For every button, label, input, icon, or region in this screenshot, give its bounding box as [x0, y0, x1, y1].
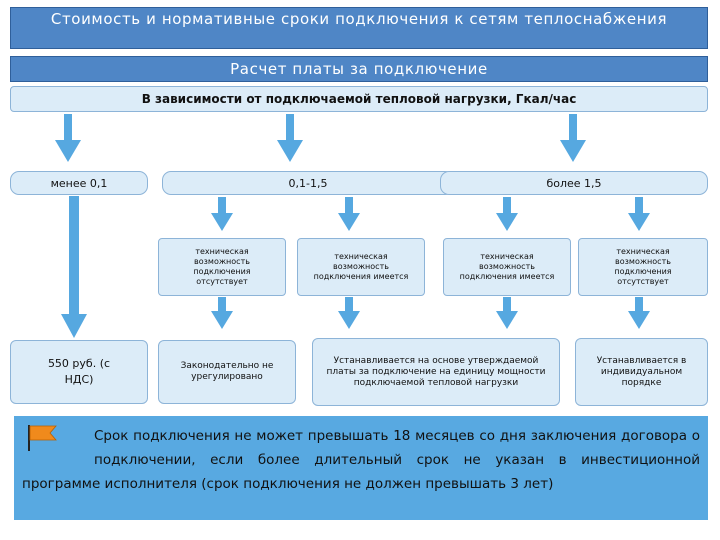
outcome-box: Законодательно не урегулировано: [158, 340, 296, 404]
outcome-box: Устанавливается на основе утверждаемой п…: [312, 338, 560, 406]
condition-box: техническая возможность подключения имее…: [443, 238, 571, 296]
flag-icon: [22, 424, 64, 451]
condition-box: техническая возможность подключения отсу…: [158, 238, 286, 296]
outcome-box: Устанавливается в индивидуальном порядке: [575, 338, 708, 406]
condition-box: техническая возможность подключения отсу…: [578, 238, 708, 296]
connection-term-note: Срок подключения не может превышать 18 м…: [14, 416, 708, 520]
page-title: Стоимость и нормативные сроки подключени…: [10, 7, 708, 49]
range-low-box: менее 0,1: [10, 171, 148, 195]
range-high-box: более 1,5: [440, 171, 708, 195]
note-text: Срок подключения не может превышать 18 м…: [22, 428, 700, 492]
outcome-box-low: 550 руб. (с НДС): [10, 340, 148, 404]
condition-box: техническая возможность подключения имее…: [297, 238, 425, 296]
section-title: Расчет платы за подключение: [10, 56, 708, 82]
range-mid-box: 0,1-1,5: [162, 171, 454, 195]
load-basis-box: В зависимости от подключаемой тепловой н…: [10, 86, 708, 112]
